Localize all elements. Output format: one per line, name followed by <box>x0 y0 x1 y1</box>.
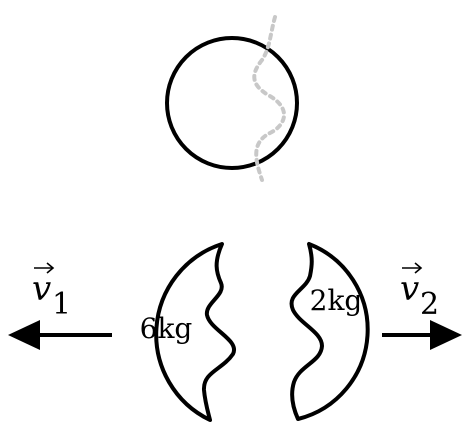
vector-arrow-icon <box>402 262 423 274</box>
velocity-label-v1: v 1 <box>32 262 71 322</box>
velocity-arrow-right <box>382 320 462 350</box>
fragment-right-outline <box>289 242 370 421</box>
velocity-arrow-left-head <box>8 320 40 350</box>
velocity-label-v1-subscript: 1 <box>52 287 71 322</box>
vector-arrow-icon <box>34 262 55 274</box>
intact-object <box>165 15 299 182</box>
velocity-label-v2: v 2 <box>400 262 439 322</box>
fragment-right: 2kg <box>289 242 370 421</box>
fragment-left-outline <box>154 242 236 422</box>
velocity-arrow-right-head <box>430 320 462 350</box>
fragment-left: 6kg <box>140 242 236 422</box>
fragment-right-mass-label: 2kg <box>310 284 363 317</box>
fragment-left-mass-label: 6kg <box>140 312 193 345</box>
velocity-label-v2-subscript: 2 <box>420 287 439 322</box>
velocity-label-v2-symbol: v <box>400 269 419 309</box>
velocity-arrow-left <box>8 320 112 350</box>
crack-line <box>252 15 286 182</box>
intact-object-outline <box>165 36 299 170</box>
velocity-label-v1-symbol: v <box>32 269 51 309</box>
